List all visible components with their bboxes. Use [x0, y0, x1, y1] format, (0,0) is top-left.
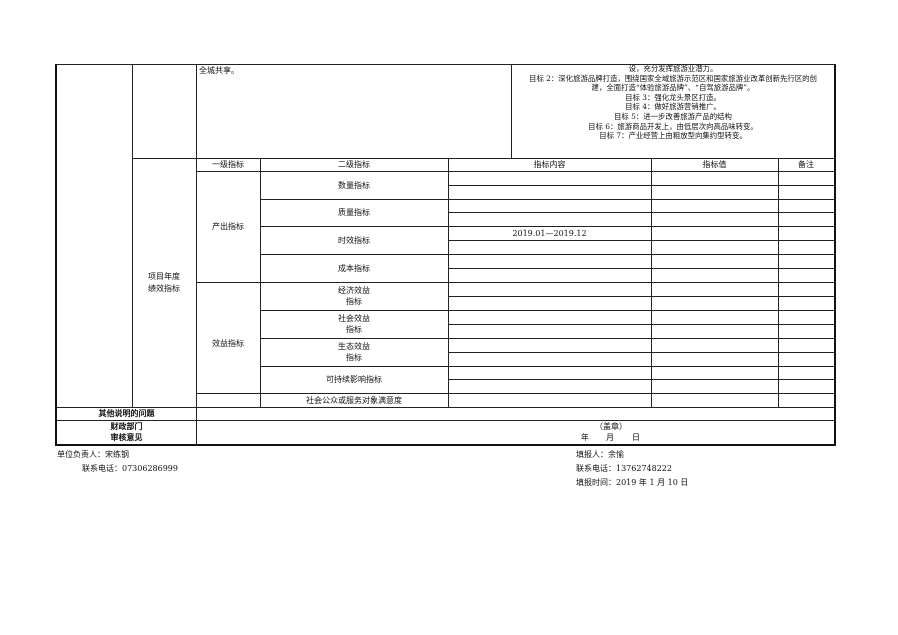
- rule: [260, 199, 835, 200]
- goal-line: 目标 5：进一步改善旅游产品的结构: [614, 111, 732, 121]
- rule-top: [55, 64, 835, 65]
- seal-text: （盖章）: [595, 422, 627, 431]
- other-issues-label: 其他说明的问题: [98, 409, 155, 418]
- header-value: 指标值: [702, 160, 727, 169]
- contact-phone-right: 联系电话：13762748222: [576, 464, 672, 473]
- rule: [260, 338, 835, 339]
- ecological-benefit-line2: 指标: [346, 353, 362, 362]
- rule: [260, 226, 835, 227]
- filler: 填报人：余愉: [576, 450, 624, 459]
- benefit-indicator-label: 效益指标: [212, 339, 244, 348]
- contact-phone-left: 联系电话：07306286999: [82, 464, 178, 473]
- col-level1-left: [196, 64, 197, 445]
- rule: [448, 324, 835, 325]
- rule: [260, 254, 835, 255]
- col-value-left: [651, 158, 652, 407]
- goal-line: 目标 7：产业经营上由粗放型向集约型转变。: [599, 131, 747, 141]
- header-level1: 一级指标: [212, 160, 244, 169]
- date-year: 年: [581, 433, 589, 442]
- rule-header-top: [132, 158, 835, 159]
- goal-line: 目标 6：旅游商品开发上，由低层次向高品味转变。: [588, 121, 758, 131]
- border-left: [55, 64, 57, 446]
- shared-text: 全城共享。: [199, 66, 239, 75]
- rule-header-bottom: [196, 171, 835, 172]
- social-benefit-line2: 指标: [346, 325, 362, 334]
- review-opinion-label: 审核意见: [110, 433, 143, 442]
- col-level2-left: [260, 158, 261, 407]
- economic-benefit-line1: 经济效益: [338, 286, 370, 295]
- fill-date: 填报时间：2019 年 1 月 10 日: [576, 478, 689, 487]
- unit-head: 单位负责人：宋练钢: [57, 450, 129, 459]
- row-label-line2: 绩效指标: [148, 284, 180, 293]
- col-label-divider: [132, 64, 133, 407]
- rule-table-bottom: [55, 444, 836, 446]
- rule-benefit-bottom: [196, 393, 835, 394]
- rule: [448, 212, 835, 213]
- timeliness-content: 2019.01—2019.12: [512, 229, 587, 238]
- col-remark-left: [778, 158, 779, 407]
- header-content: 指标内容: [533, 160, 566, 169]
- output-indicator-label: 产出指标: [212, 222, 244, 231]
- rule: [448, 268, 835, 269]
- timeliness-indicator: 时效指标: [338, 236, 370, 245]
- sustainable-impact-indicator: 可持续影响指标: [326, 375, 382, 384]
- social-benefit-line1: 社会效益: [338, 314, 370, 323]
- rule: [448, 240, 835, 241]
- row-label-line1: 项目年度: [148, 272, 180, 281]
- header-level2: 二级指标: [338, 160, 370, 169]
- rule: [260, 310, 835, 311]
- goal-line: 建，全面打造“体验旅游品牌”、“自驾旅游品牌”。: [591, 83, 755, 93]
- goal-line: 目标 3：强化龙头景区打造。: [625, 92, 721, 102]
- border-right: [834, 64, 836, 446]
- col-goals-left: [511, 64, 512, 158]
- goal-line: 目标 4：做好旅游营销推广。: [625, 102, 721, 112]
- economic-benefit-line2: 指标: [346, 297, 362, 306]
- quality-indicator: 质量指标: [338, 208, 370, 217]
- rule-indicators-bottom: [55, 407, 835, 408]
- rule: [448, 352, 835, 353]
- header-remark: 备注: [798, 160, 814, 169]
- ecological-benefit-line1: 生态效益: [338, 342, 370, 351]
- date-day: 日: [632, 433, 640, 442]
- goal-line: 设，充分发挥旅游业潜力。: [628, 64, 718, 73]
- rule-output-bottom: [196, 282, 835, 283]
- cost-indicator: 成本指标: [338, 264, 370, 273]
- rule-other-bottom: [55, 420, 835, 421]
- finance-dept-label: 财政部门: [110, 422, 143, 431]
- col-content-left: [448, 158, 449, 407]
- date-month: 月: [606, 433, 614, 442]
- satisfaction-indicator: 社会公众或服务对象满意度: [306, 396, 402, 405]
- quantity-indicator: 数量指标: [338, 181, 370, 190]
- rule: [448, 185, 835, 186]
- goals-list: 设，充分发挥旅游业潜力。 目标 2：深化旅游品牌打造，围绕国家全域旅游示范区和国…: [512, 64, 834, 141]
- goal-line: 目标 2：深化旅游品牌打造，围绕国家全域旅游示范区和国家旅游业改革创新先行区的创: [529, 73, 817, 83]
- rule: [260, 366, 835, 367]
- rule: [448, 296, 835, 297]
- rule: [448, 379, 835, 380]
